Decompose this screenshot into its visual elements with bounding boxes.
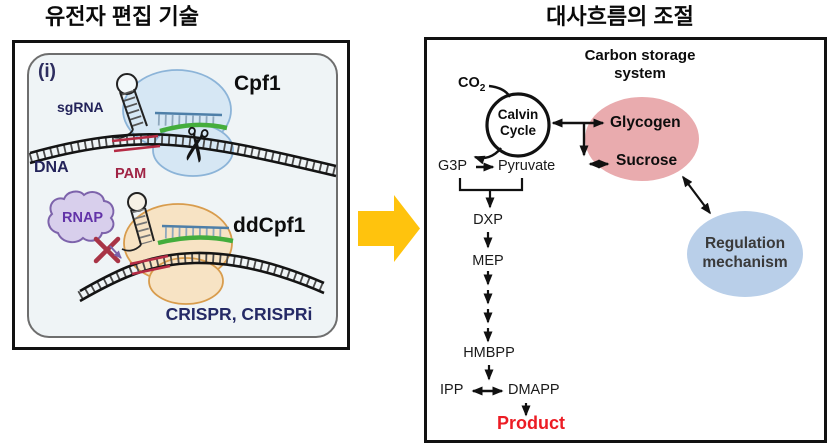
rna-dna-hybrid-bottom: [157, 224, 234, 246]
sgrna-label: sgRNA: [57, 99, 104, 115]
calvin-to-g3p-arrow: [473, 147, 502, 165]
pam-site-2-bottom: [131, 264, 171, 276]
gene-editing-panel-frame: [12, 40, 350, 350]
metabolic-title: 대사흐름의 조절: [546, 4, 694, 29]
transition-arrow: [358, 195, 420, 262]
blocked-transcription-x-icon: [93, 236, 122, 264]
sgrna-hairpin-2: [121, 192, 155, 252]
rnap-cloud: [47, 190, 115, 244]
g3p-label: G3P: [438, 158, 468, 174]
carbon-storage-ellipse: [585, 97, 699, 181]
pam-site-2-top: [129, 254, 169, 266]
co2-input-curve: [488, 84, 512, 98]
cpf1-complex-illustration: [28, 69, 338, 305]
gene-editing-title: 유전자 편집 기술: [45, 4, 199, 29]
dna-duplex-bottom: [77, 251, 326, 303]
dxp-label: DXP: [473, 212, 503, 228]
sucrose-label: Sucrose: [616, 152, 678, 169]
co2-subscript: 2: [479, 82, 486, 94]
ddcpf1-label: ddCpf1: [233, 214, 306, 237]
carbon-storage-label: Carbon storage system: [555, 47, 725, 82]
carbon-storage-line2: system: [614, 64, 666, 82]
regulation-line1: Regulation: [704, 235, 786, 252]
dna-duplex-top: [28, 133, 338, 178]
sgrna-hairpin: [112, 73, 148, 139]
mep-label: MEP: [472, 253, 504, 269]
pam-site-top: [111, 134, 159, 143]
figure-index-label: (i): [38, 61, 56, 82]
co2-base: CO: [458, 75, 480, 91]
dmapp-label: DMAPP: [508, 382, 560, 398]
sucrose-regulation-double-arrow: [682, 175, 711, 215]
regulation-line2: mechanism: [702, 254, 788, 271]
regulation-mechanism-label: Regulation mechanism: [684, 234, 806, 272]
pyruvate-label: Pyruvate: [498, 158, 556, 174]
hmbpp-label: HMBPP: [463, 345, 515, 361]
calvin-line1: Calvin: [497, 107, 539, 122]
regulation-ellipse: [687, 211, 803, 297]
carbon-storage-line1: Carbon storage: [584, 47, 696, 64]
bracket: [458, 178, 524, 192]
calvin-line2: Cycle: [499, 123, 537, 138]
crispr-label: CRISPR, CRISPRi: [165, 304, 313, 324]
dna-label: DNA: [34, 159, 69, 176]
pam-label: PAM: [115, 166, 147, 182]
metabolic-pathway-shapes: [458, 84, 803, 417]
rnap-label: RNAP: [62, 210, 104, 226]
pam-site-bottom: [113, 144, 161, 153]
calvin-cycle-circle: [485, 92, 551, 158]
scissors-icon: ✂: [166, 121, 225, 169]
co2-label: CO2: [458, 75, 486, 94]
rna-dna-hybrid-top: [154, 111, 228, 134]
metabolic-panel-frame: [424, 37, 827, 443]
ddcpf1-protein-lower-lobe: [148, 257, 224, 305]
cpf1-label: Cpf1: [234, 72, 281, 95]
calvin-cycle-label: Calvin Cycle: [488, 107, 548, 139]
product-label: Product: [496, 413, 565, 433]
ipp-label: IPP: [440, 382, 464, 398]
glycogen-label: Glycogen: [610, 114, 681, 131]
